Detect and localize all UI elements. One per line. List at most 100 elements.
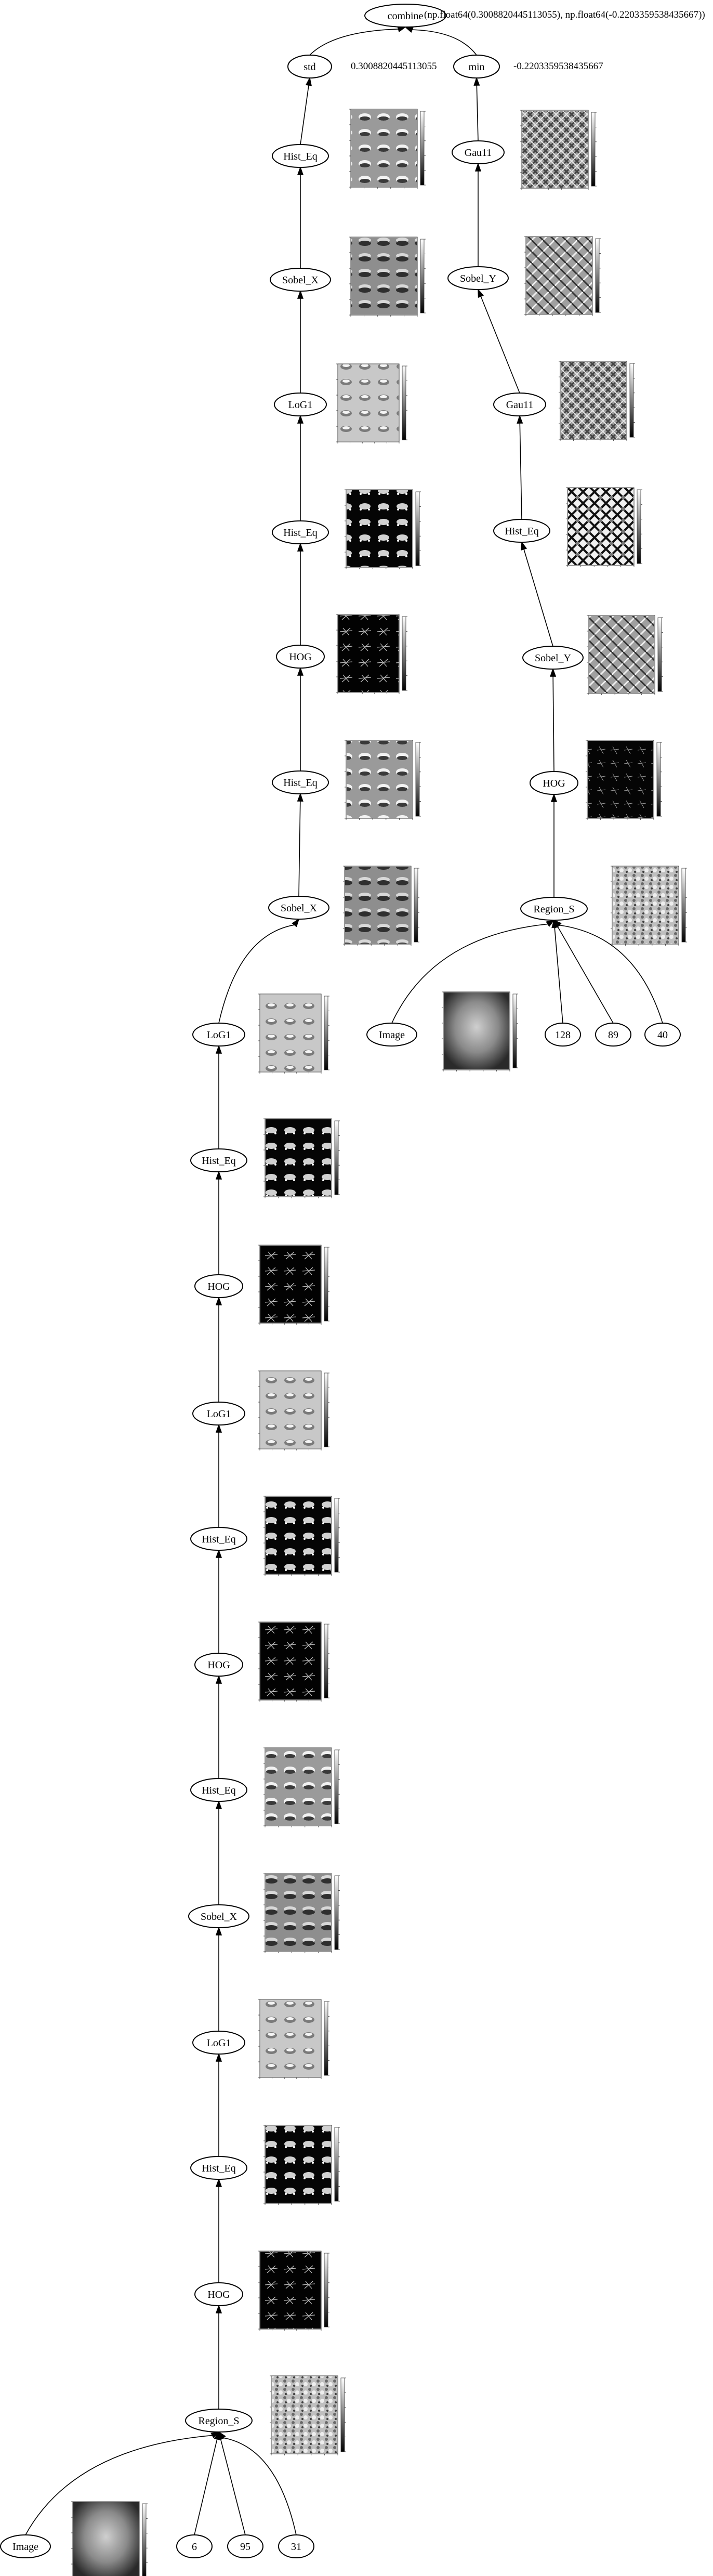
edge-r_p89-to-r_region — [557, 926, 614, 1024]
node-label-r_sobely_1: Sobel_Y — [460, 273, 496, 284]
arrowhead-l_log1_4-to-l_sobelx_3 — [215, 1926, 222, 1936]
node-label-l_histeq_7: Hist_Eq — [202, 2163, 236, 2174]
node-label-r_p89: 89 — [608, 1029, 618, 1041]
node-ellipse-r_gau_2 — [493, 393, 546, 416]
node-l_p6: 6 — [176, 2534, 213, 2558]
arrowhead-r_p40-to-r_region — [553, 919, 562, 928]
arrowhead-l_histeq_3-to-l_hog_1 — [297, 666, 304, 676]
node-ellipse-l_image — [0, 2534, 51, 2558]
node-label-r_gau_2: Gau11 — [506, 399, 534, 411]
feature-map-thumbnail-l_log1_3 — [258, 1370, 329, 1450]
node-ellipse-l_histeq_3 — [272, 770, 329, 794]
node-ellipse-combine — [364, 4, 446, 28]
node-label-l_region: Region_S — [199, 2415, 240, 2427]
node-ellipse-l_log1_2 — [192, 1023, 245, 1047]
feature-map-thumbnail-l_log1_4 — [258, 1999, 329, 2079]
arrowhead-l_histeq_6-to-l_hog_3 — [215, 1675, 222, 1684]
node-ellipse-l_hog_4 — [194, 2282, 243, 2306]
edge-layer — [25, 26, 663, 2535]
node-std: std — [287, 55, 332, 79]
feature-map-thumbnail-l_image — [71, 2501, 148, 2576]
node-l_histeq_7: Hist_Eq — [190, 2156, 247, 2180]
min-value-label: -0.2203359538435667 — [513, 61, 603, 72]
node-ellipse-l_hog_1 — [276, 645, 325, 669]
node-label-l_histeq_2: Hist_Eq — [283, 527, 318, 539]
feature-map-thumbnail-l_histeq_5 — [263, 1496, 340, 1576]
node-ellipse-l_p31 — [278, 2534, 314, 2558]
node-l_region: Region_S — [185, 2409, 253, 2433]
node-l_hog_2: HOG — [194, 1274, 243, 1298]
node-label-l_hog_3: HOG — [207, 1659, 230, 1671]
arrowhead-r_sobely_2-to-r_histeq — [521, 541, 527, 551]
node-ellipse-l_histeq_4 — [190, 1148, 247, 1172]
node-ellipse-r_sobely_1 — [447, 266, 509, 290]
node-ellipse-l_histeq_6 — [190, 1778, 247, 1802]
node-label-r_sobely_2: Sobel_Y — [535, 652, 571, 664]
node-label-r_hog: HOG — [543, 778, 565, 789]
node-ellipse-l_histeq_top — [272, 144, 329, 168]
feature-map-thumbnail-l_histeq_7 — [263, 2125, 340, 2205]
node-r_p40: 40 — [644, 1023, 681, 1047]
feature-map-thumbnail-l_hog_1 — [336, 614, 407, 694]
node-l_p95: 95 — [227, 2534, 263, 2558]
edge-l_p6-to-l_region — [194, 2439, 218, 2535]
node-ellipse-r_histeq — [493, 519, 550, 543]
feature-map-thumbnail-l_log1_1 — [336, 363, 407, 443]
edge-r_hog-to-r_sobely_2 — [552, 676, 554, 772]
arrowhead-l_hog_3-to-l_histeq_5 — [215, 1549, 222, 1558]
node-ellipse-l_histeq_5 — [190, 1527, 247, 1551]
node-ellipse-l_histeq_7 — [190, 2156, 247, 2180]
node-l_image: Image — [0, 2534, 51, 2558]
node-l_sobelx_3: Sobel_X — [188, 1904, 249, 1928]
feature-map-thumbnail-l_sobelx_1 — [349, 237, 426, 317]
node-l_histeq_4: Hist_Eq — [190, 1148, 247, 1172]
feature-map-thumbnail-l_histeq_2 — [345, 489, 421, 569]
node-label-l_log1_4: LoG1 — [207, 2037, 231, 2049]
feature-map-thumbnail-r_gau_2 — [559, 361, 635, 441]
arrowhead-l_hog_4-to-l_histeq_7 — [215, 2178, 222, 2187]
std-value-label: 0.3008820445113055 — [351, 61, 437, 72]
feature-map-thumbnail-l_hog_3 — [258, 1622, 329, 1702]
node-ellipse-r_hog — [530, 771, 578, 795]
node-ellipse-l_sobelx_1 — [270, 268, 331, 292]
node-ellipse-l_sobelx_2 — [268, 896, 329, 920]
edge-l_histeq_top-to-std — [300, 85, 309, 145]
node-ellipse-l_log1_3 — [192, 1402, 245, 1426]
node-label-l_histeq_4: Hist_Eq — [202, 1155, 236, 1167]
edge-l_sobelx_2-to-l_histeq_3 — [298, 801, 301, 897]
node-l_log1_4: LoG1 — [192, 2031, 245, 2055]
node-r_gau_2: Gau11 — [493, 393, 546, 416]
arrowhead-l_log1_3-to-l_hog_2 — [215, 1296, 222, 1305]
edge-r_histeq-to-r_gau_2 — [519, 423, 522, 520]
arrowhead-r_histeq-to-r_gau_2 — [517, 414, 523, 424]
node-r_sobely_1: Sobel_Y — [447, 266, 509, 290]
node-l_log1_1: LoG1 — [274, 393, 327, 416]
node-label-l_log1_2: LoG1 — [207, 1029, 231, 1041]
edge-r_p40-to-r_region — [559, 924, 663, 1024]
node-ellipse-l_sobelx_3 — [188, 1904, 249, 1928]
node-label-l_sobelx_1: Sobel_X — [282, 274, 319, 286]
node-ellipse-min — [453, 55, 500, 79]
edge-l_p31-to-l_region — [223, 2437, 297, 2535]
arrowhead-l_histeq_4-to-l_log1_2 — [215, 1044, 222, 1054]
node-label-std: std — [303, 61, 315, 73]
feature-map-thumbnail-l_region — [270, 2375, 346, 2455]
feature-map-thumbnail-l_histeq_top — [349, 109, 426, 189]
node-l_histeq_2: Hist_Eq — [272, 520, 329, 544]
thumbnail-layer — [71, 109, 687, 2576]
feature-map-thumbnail-r_gau_top — [520, 110, 597, 190]
feature-map-thumbnail-l_hog_4 — [258, 2251, 329, 2331]
arrowhead-l_hog_2-to-l_histeq_4 — [215, 1170, 222, 1180]
arrowhead-r_hog-to-r_sobely_2 — [550, 668, 557, 677]
node-l_sobelx_1: Sobel_X — [270, 268, 331, 292]
feature-map-thumbnail-l_histeq_4 — [263, 1118, 340, 1198]
node-label-l_p95: 95 — [240, 2541, 250, 2553]
arrowhead-r_image-to-r_region — [546, 919, 555, 927]
arrowhead-l_hog_1-to-l_histeq_2 — [297, 542, 304, 552]
node-l_hog_1: HOG — [276, 645, 325, 669]
node-label-r_gau_top: Gau11 — [465, 147, 492, 159]
node-r_p89: 89 — [595, 1023, 631, 1047]
node-ellipse-r_image — [366, 1023, 417, 1047]
node-label-r_region: Region_S — [534, 904, 575, 915]
node-ellipse-r_sobely_2 — [522, 646, 584, 670]
